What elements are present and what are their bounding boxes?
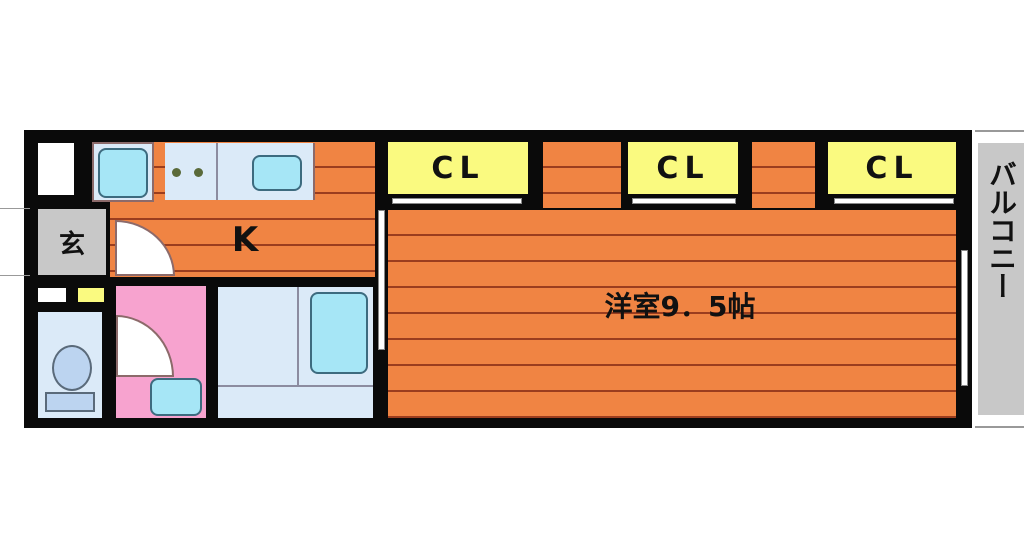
closet-door[interactable]: [632, 198, 736, 204]
entrance-door[interactable]: [0, 208, 30, 276]
closet-1[interactable]: CL: [388, 142, 528, 194]
closet-label: CL: [431, 150, 485, 186]
sliding-door[interactable]: [378, 210, 385, 350]
genkan-label: 玄: [58, 229, 85, 260]
stove-divider: [216, 143, 218, 200]
shelf-light: [78, 288, 104, 302]
balcony-window[interactable]: [961, 250, 968, 386]
closet-door[interactable]: [834, 198, 954, 204]
wash-basin-icon: [150, 378, 202, 416]
toilet-tank-icon: [45, 392, 95, 412]
kitchen-label: K: [231, 220, 259, 260]
western-room-floor: [388, 210, 956, 418]
sink-icon: [252, 155, 302, 191]
stove-burner-icon: [172, 168, 181, 177]
closet-2[interactable]: CL: [628, 142, 738, 194]
toilet-icon: [52, 345, 92, 391]
genkan: 玄: [38, 209, 106, 275]
shelf: [38, 288, 66, 302]
closet-3[interactable]: CL: [828, 142, 956, 194]
bath-divider: [218, 385, 373, 387]
stove-burner-icon: [194, 168, 203, 177]
meter-box: [38, 143, 74, 195]
closet-door[interactable]: [392, 198, 522, 204]
bath-divider-vertical: [297, 287, 299, 385]
balcony-label: バルコニー: [985, 160, 1018, 300]
washer-icon: [98, 148, 148, 198]
balcony-floor: [978, 143, 1024, 415]
closet-label: CL: [656, 150, 710, 186]
western-room-label: 洋室9．5帖: [604, 290, 756, 323]
alcove-floor: [543, 142, 621, 208]
closet-label: CL: [865, 150, 919, 186]
bathtub-icon: [310, 292, 368, 374]
alcove-floor: [752, 142, 815, 208]
